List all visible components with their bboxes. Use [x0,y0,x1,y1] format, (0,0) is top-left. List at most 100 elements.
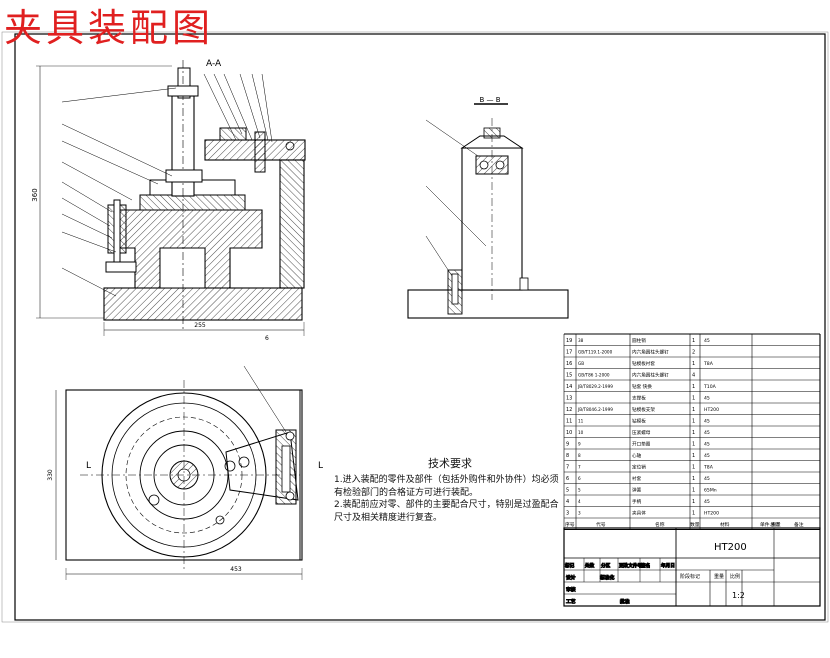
bom-cell-qty: 1 [692,396,695,402]
bom-cell-name: 定位销 [632,464,646,471]
bom-cell-name: 钻模板衬套 [632,360,655,367]
bom-header-cell: 单件 重量 [760,521,781,528]
bom-cell-no: 14 [566,384,572,390]
bom-cell-material: HT200 [704,407,719,413]
bom-cell-no: 6 [566,476,569,482]
plan-view [55,365,303,580]
bom-cell-code: JB/T8046.2-1999 [577,407,613,412]
bom-cell-no: 11 [566,419,572,425]
bom-header-cell: 序号 [565,521,575,528]
bom-cell-code: 11 [578,419,584,424]
side-view [407,103,569,319]
bom-cell-code: GB [578,361,584,366]
page-title: 夹具装配图 [4,6,215,50]
tb-label: 标准化 [600,574,615,581]
tech-heading: 技术要求 [428,457,472,470]
technical-requirements: 技术要求 1.进入装配的零件及部件（包括外购件和外协件）均必须有检验部门的合格证… [334,455,566,524]
dim-width-front: 255 [194,322,206,329]
bom-cell-qty: 1 [692,476,695,482]
bom-cell-no: 15 [566,373,572,379]
bom-header-cell: 材料 [720,521,730,528]
bom-cell-no: 3 [566,511,569,517]
bom-cell-no: 19 [566,338,572,344]
tb-row-label: 年月日 [661,562,675,569]
bom-cell-material: 45 [704,476,710,482]
bom-cell-qty: 1 [692,511,695,517]
bom-cell-qty: 1 [692,453,695,459]
tech-line-2: 2.装配前应对零、部件的主要配合尺寸，特别是过盈配合尺寸及相关精度进行复查。 [334,500,559,523]
bom-cell-code: 38 [578,338,584,343]
tb-row-label: 分区 [601,562,611,569]
bom-cell-name: 衬套 [632,475,642,482]
bom-header-cell: 数量 [690,521,700,528]
view-label: B — B [479,96,500,104]
bom-cell-name: 心轴 [632,452,642,459]
bom-cell-material: T10A [703,384,717,390]
bom-cell-no: 17 [566,350,572,356]
bom-cell-no: 5 [566,488,569,494]
tb-label: 批准 [620,598,630,605]
title-block: 标记处数分区更改文件号签名年月日设计标准化审核工艺批准 [563,527,821,607]
tb-row-label: 处数 [585,562,595,569]
bom-header-cell: 名称 [655,521,665,528]
tb-row-label: 更改文件号 [619,562,642,569]
bom-cell-qty: 1 [692,338,695,344]
bom-cell-material: 45 [704,499,710,505]
dim-height: 360 [31,188,39,201]
bom-cell-name: 钻套 快换 [632,383,652,390]
material-text: HT200 [714,542,747,553]
frame-border [14,33,826,621]
bom-cell-name: 弹簧 [632,487,642,494]
bom-cell-material: 45 [704,442,710,448]
tb-label: 审核 [566,586,576,593]
bom-cell-qty: 1 [692,384,695,390]
bom-cell-name: 夹具体 [632,510,646,517]
bom-cell-name: 钻模板支架 [632,406,655,413]
dim-side-mark: 6 [265,335,269,342]
bom-cell-code: JB/T8029.2-1999 [577,384,613,389]
bom-cell-code: GB/T119.1-2000 [578,350,613,355]
dim-left-vertical: 330 [47,469,54,481]
bom-cell-code: 7 [578,465,581,470]
bom-cell-material: T8A [703,465,714,471]
bom-cell-no: 12 [566,407,572,413]
section-label: A-A [206,59,222,69]
bom-cell-qty: 1 [692,465,695,471]
bom-cell-material: 45 [704,338,710,344]
outer-border [1,31,829,623]
tb-weight-label: 重量 [714,573,724,580]
bom-cell-code: 4 [578,499,581,504]
dim-bottom-width: 453 [230,566,242,573]
tb-row-label: 签名 [641,562,650,569]
bom-cell-qty: 1 [692,488,695,494]
tb-label: 工艺 [566,599,576,605]
bom-cell-qty: 2 [692,350,695,356]
bom-cell-code: 9 [578,442,581,447]
bom-cell-no: 9 [566,442,569,448]
bom-cell-code: 3 [578,511,581,516]
bom-cell-qty: 1 [692,361,695,367]
bom-header-cell: 代号 [596,521,606,528]
tech-line-1: 1.进入装配的零件及部件（包括外购件和外协件）均必须有检验部门的合格证方可进行装… [334,475,559,498]
bom-cell-code: 6 [578,476,581,481]
bom-cell-name: 内六角圆柱头螺钉 [632,372,669,379]
bom-cell-name: 开口垫圈 [632,441,651,448]
tb-label: 设计 [566,574,576,581]
bom-cell-no: 13 [566,396,572,402]
bom-cell-no: 8 [566,453,569,459]
bom-cell-name: 内六角圆柱头螺钉 [632,349,669,356]
bom-cell-no: 10 [566,430,572,436]
bom-cell-material: 45 [704,419,710,425]
bom-cell-material: T8A [703,361,714,367]
bom-cell-qty: 1 [692,419,695,425]
bom-cell-no: 16 [566,361,572,367]
bom-cell-no: 4 [566,499,569,505]
plan-right-label: L [318,461,323,471]
bom-cell-qty: 1 [692,430,695,436]
bom-cell-name: 支撑板 [632,395,646,402]
bom-cell-qty: 4 [692,373,695,379]
bom-cell-code: 5 [578,488,581,493]
bom-cell-name: 手柄 [632,498,642,505]
